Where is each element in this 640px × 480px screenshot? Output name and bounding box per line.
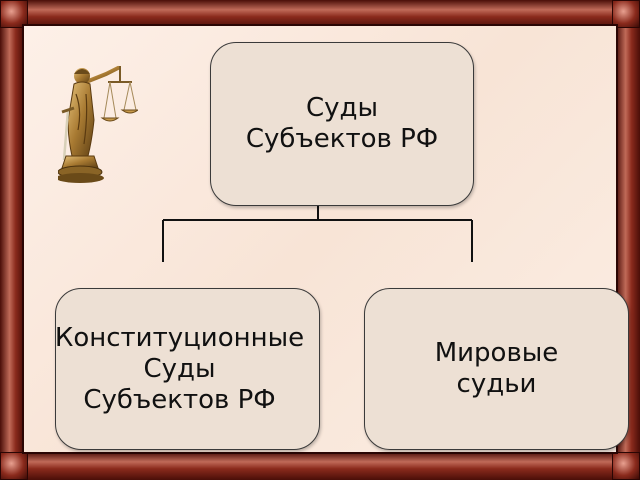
frame-bar-bottom bbox=[0, 452, 640, 480]
node-label-line: судьи bbox=[456, 369, 537, 399]
frame-corner-bottom-left bbox=[0, 452, 28, 480]
node-justices-of-peace: Мировые судьи bbox=[364, 288, 629, 450]
slide-canvas: Суды Субъектов РФ Конституционные Суды С… bbox=[24, 26, 629, 452]
node-label-line: Субъектов РФ bbox=[83, 384, 276, 415]
themis-statue-icon bbox=[58, 66, 138, 183]
frame-corner-bottom-right bbox=[612, 452, 640, 480]
node-regional-courts: Суды Субъектов РФ bbox=[210, 42, 474, 206]
connector-lines bbox=[162, 180, 473, 262]
node-label-line: Субъектов РФ bbox=[245, 124, 439, 154]
frame-corner-top-left bbox=[0, 0, 28, 28]
node-label-line: Суды bbox=[143, 353, 216, 384]
node-label-line: Мировые bbox=[434, 338, 559, 368]
node-label-line: Конституционные bbox=[54, 322, 305, 353]
frame-inner-border bbox=[22, 24, 618, 454]
node-label-line: Суды bbox=[305, 93, 379, 123]
node-constitutional-courts: Конституционные Суды Субъектов РФ bbox=[55, 288, 320, 450]
frame-corner-top-right bbox=[612, 0, 640, 28]
frame-bar-top bbox=[0, 0, 640, 28]
frame-bar-left bbox=[0, 0, 24, 480]
